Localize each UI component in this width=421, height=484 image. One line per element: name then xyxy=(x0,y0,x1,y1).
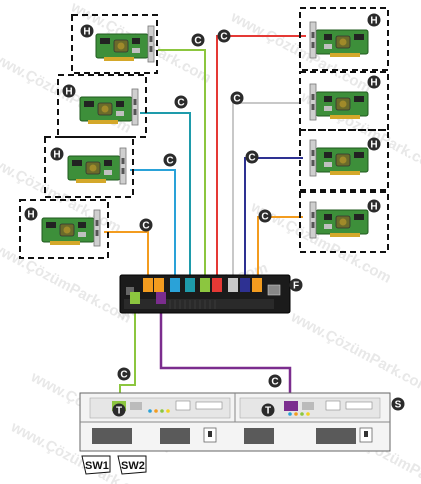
hba-label: H xyxy=(83,27,90,38)
cable-green xyxy=(158,49,206,284)
hba-label: H xyxy=(370,16,377,27)
cable-orange-left xyxy=(104,231,149,284)
cable-gray xyxy=(232,102,300,284)
hba-card-right-1: H xyxy=(299,7,389,71)
hba-label: H xyxy=(27,210,34,221)
hba-group-right: H H H H xyxy=(299,7,389,253)
hba-label: H xyxy=(370,202,377,213)
cable-label: C xyxy=(177,98,184,109)
svg-text:S: S xyxy=(395,400,402,411)
transceiver-label: T xyxy=(112,403,126,417)
cable-navy xyxy=(244,157,303,284)
hba-card-left-2: H xyxy=(57,74,147,138)
svg-text:T: T xyxy=(265,406,271,417)
cable-label: C xyxy=(194,36,201,47)
cable-label: C xyxy=(261,212,268,223)
storage-array: S T T xyxy=(79,392,405,452)
switch-tag-1: SW1 xyxy=(85,460,109,472)
hba-card-right-4: H xyxy=(299,191,389,253)
hba-label: H xyxy=(65,87,72,98)
hba-group-left: H H H H xyxy=(19,14,158,259)
cable-label: C xyxy=(166,156,173,167)
hba-card-left-4: H xyxy=(19,199,109,259)
hba-card-right-3: H xyxy=(299,129,389,191)
cable-label: C xyxy=(271,377,278,388)
hba-card-left-1: H xyxy=(71,14,158,74)
transceiver-label: T xyxy=(261,403,275,417)
cable-teal xyxy=(140,112,191,284)
fc-switch: F xyxy=(119,274,303,314)
switch-tag-2: SW2 xyxy=(121,460,145,472)
hba-label: H xyxy=(53,150,60,161)
cable-labels: C C C C C C C C C C xyxy=(117,29,282,388)
hba-card-left-3: H xyxy=(44,136,134,198)
cable-label: C xyxy=(120,370,127,381)
watermark-text: www.ÇözümPark.com xyxy=(287,308,421,397)
storage-label: S xyxy=(391,397,405,411)
cable-orange-right xyxy=(257,216,303,284)
cable-blue xyxy=(130,169,176,284)
hba-label: H xyxy=(370,78,377,89)
cable-label: C xyxy=(248,153,255,164)
svg-text:T: T xyxy=(116,406,122,417)
cable-label: C xyxy=(142,221,149,232)
cable-red xyxy=(216,35,306,284)
switch-tags: SW1 SW2 xyxy=(81,455,147,475)
cable-purple-storage xyxy=(159,305,292,402)
cable-label: C xyxy=(220,32,227,43)
fc-switch-label: F xyxy=(289,278,303,292)
cable-label: C xyxy=(233,94,240,105)
hba-label: H xyxy=(370,140,377,151)
svg-text:F: F xyxy=(293,281,299,292)
